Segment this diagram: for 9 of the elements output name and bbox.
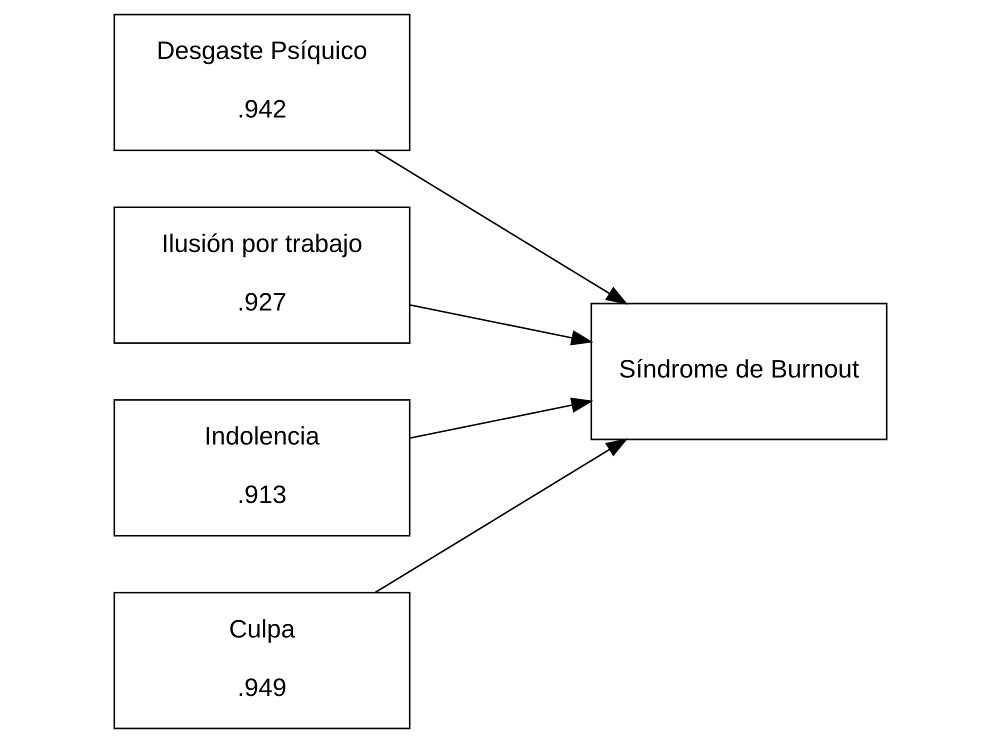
- node-box: Desgaste Psíquico .942: [113, 14, 410, 152]
- arrow: [374, 150, 628, 305]
- arrow: [410, 398, 593, 439]
- arrow: [410, 304, 593, 346]
- node-box: Indolencia .913: [113, 399, 410, 537]
- node-box: Ilusión por trabajo .927: [113, 206, 410, 344]
- node-box: Culpa .949: [113, 592, 410, 730]
- node-box: Síndrome de Burnout: [590, 302, 887, 440]
- arrow: [374, 438, 628, 594]
